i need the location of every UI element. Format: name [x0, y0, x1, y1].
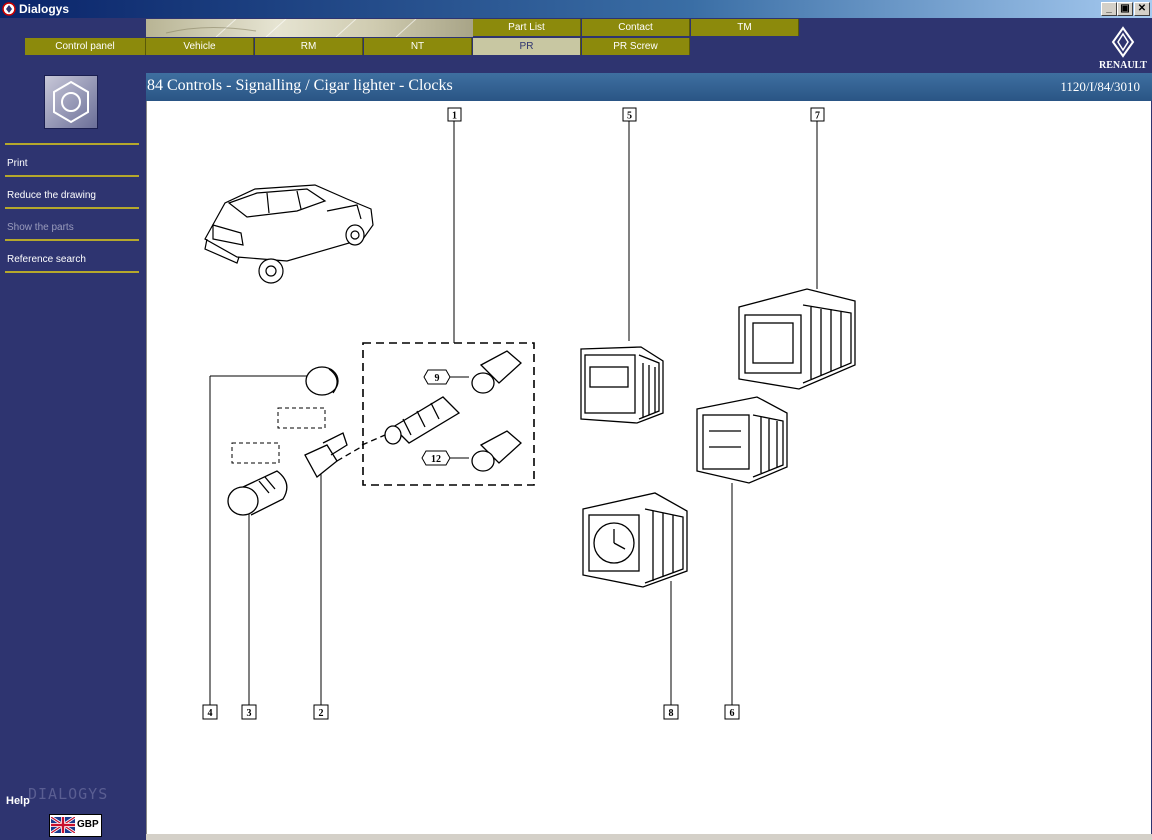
- sidebar-divider: [5, 207, 139, 209]
- svg-text:2: 2: [319, 708, 324, 719]
- svg-text:RENAULT: RENAULT: [1099, 60, 1147, 70]
- empty-label-box: [277, 407, 326, 429]
- sidebar-divider: [5, 143, 139, 145]
- svg-text:6: 6: [730, 708, 735, 719]
- callout-8[interactable]: 8: [663, 704, 679, 720]
- lighter-element-part: [361, 350, 522, 472]
- callout-12[interactable]: 12: [421, 450, 451, 466]
- svg-text:9: 9: [435, 373, 440, 384]
- dialogys-watermark: DIALOGYS: [28, 785, 109, 803]
- renault-logo: RENAULT: [1099, 26, 1147, 70]
- page-header: 84 Controls - Signalling / Cigar lighter…: [146, 73, 1152, 101]
- empty-label-box: [231, 442, 280, 464]
- nav-pr[interactable]: PR: [473, 38, 581, 55]
- status-strip: [146, 834, 1152, 840]
- clock-8-part: [582, 492, 688, 588]
- lighter-socket-part: [227, 470, 288, 516]
- nut-icon: [44, 75, 98, 129]
- callout-7[interactable]: 7: [810, 107, 825, 122]
- page-reference: 1120/I/84/3010: [1060, 79, 1140, 94]
- svg-text:7: 7: [815, 111, 820, 122]
- svg-text:5: 5: [627, 111, 632, 122]
- svg-text:3: 3: [247, 708, 252, 719]
- page-title: 84 Controls - Signalling / Cigar lighter…: [147, 77, 453, 94]
- app-icon: [2, 2, 16, 16]
- callout-2[interactable]: 2: [313, 704, 329, 720]
- currency-label: GBP: [77, 819, 99, 830]
- callout-9[interactable]: 9: [423, 369, 451, 385]
- callout-4[interactable]: 4: [202, 704, 218, 720]
- callout-3[interactable]: 3: [241, 704, 257, 720]
- car-illustration: [204, 184, 374, 284]
- callout-6[interactable]: 6: [724, 704, 740, 720]
- svg-text:12: 12: [431, 454, 441, 465]
- nav-part-list[interactable]: Part List: [473, 19, 581, 36]
- assembly-group-box: [362, 342, 535, 486]
- top-navigation: Part List Contact TM Control panel Vehic…: [0, 18, 1152, 73]
- svg-text:8: 8: [669, 708, 674, 719]
- currency-selector[interactable]: GBP: [49, 814, 102, 837]
- nav-rm[interactable]: RM: [255, 38, 363, 55]
- sidebar-item-show-parts: Show the parts: [7, 222, 74, 233]
- sidebar-item-reference-search[interactable]: Reference search: [7, 254, 86, 265]
- lighter-holder-part: [304, 432, 362, 478]
- sidebar-item-print[interactable]: Print: [7, 158, 28, 169]
- sidebar-divider: [5, 271, 139, 273]
- svg-text:1: 1: [452, 111, 457, 122]
- clock-5-part: [580, 346, 664, 424]
- lighter-knob-part: [305, 366, 339, 396]
- nav-nt[interactable]: NT: [364, 38, 472, 55]
- nav-tm[interactable]: TM: [691, 19, 799, 36]
- nav-contact[interactable]: Contact: [582, 19, 690, 36]
- sidebar-divider: [5, 175, 139, 177]
- nav-vehicle[interactable]: Vehicle: [146, 38, 254, 55]
- exploded-parts-drawing[interactable]: 1 5 7 4 3 2 8 6: [146, 101, 1151, 834]
- close-button[interactable]: ✕: [1134, 2, 1150, 16]
- clock-6-part: [696, 396, 788, 484]
- help-link[interactable]: Help: [6, 795, 30, 807]
- svg-text:4: 4: [208, 708, 213, 719]
- nav-control-panel[interactable]: Control panel: [25, 38, 146, 55]
- callout-5[interactable]: 5: [622, 107, 637, 122]
- window-title-bar: Dialogys _ ▣ ✕: [0, 0, 1152, 18]
- clock-7-part: [738, 288, 856, 390]
- callout-1[interactable]: 1: [447, 107, 462, 122]
- sidebar: Print Reduce the drawing Show the parts …: [0, 73, 146, 840]
- minimize-button[interactable]: _: [1101, 2, 1117, 16]
- maximize-button[interactable]: ▣: [1117, 2, 1133, 16]
- window-title: Dialogys: [19, 2, 70, 16]
- sidebar-divider: [5, 239, 139, 241]
- uk-flag-icon: [51, 817, 75, 833]
- banner-art: [146, 18, 473, 38]
- sidebar-item-reduce-drawing[interactable]: Reduce the drawing: [7, 190, 96, 201]
- nav-pr-screw[interactable]: PR Screw: [582, 38, 690, 55]
